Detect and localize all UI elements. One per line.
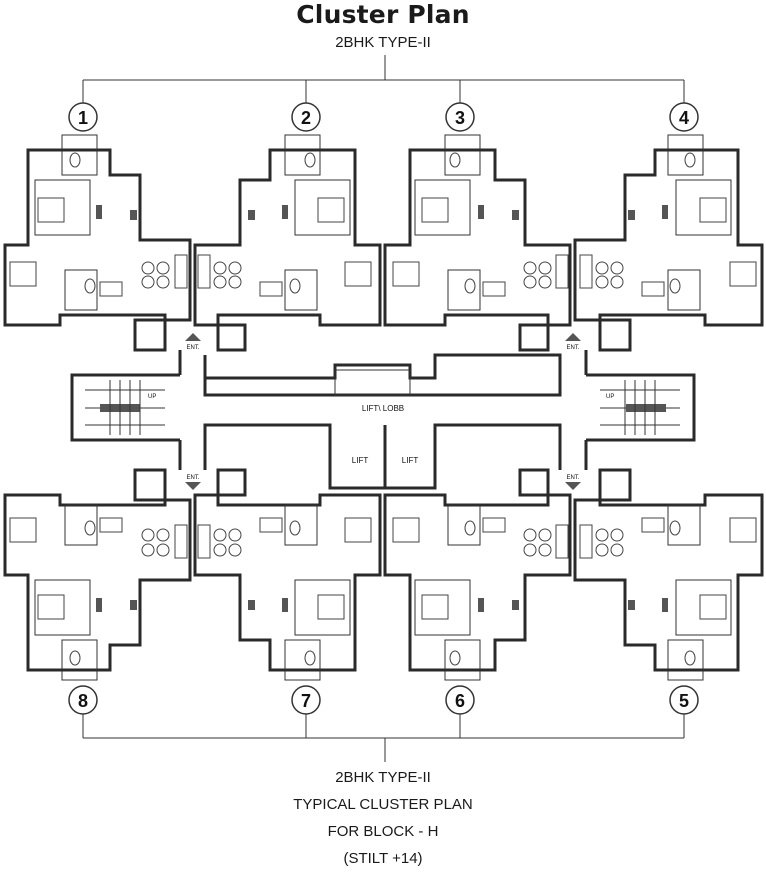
svg-text:ENT.: ENT.	[566, 475, 579, 481]
svg-text:ENT.: ENT.	[186, 475, 199, 481]
unit-marker-3: 3	[445, 102, 475, 132]
caption-block: FOR BLOCK - H	[327, 823, 439, 840]
unit-number: 6	[455, 691, 465, 711]
entrance-marker-bottom-left: ENT.	[185, 475, 201, 490]
staircase-right: UP	[586, 373, 696, 442]
unit-marker-5: 5	[669, 685, 699, 715]
stair-up-label-left: UP	[148, 394, 156, 400]
lift-lobby-label: LIFT\ LOBB	[362, 404, 404, 413]
entrance-marker-top-left: ENT.	[185, 333, 201, 351]
caption-floors: (STILT +14)	[343, 850, 423, 867]
svg-text:ENT.: ENT.	[186, 345, 199, 351]
page-title: Cluster Plan	[296, 0, 470, 29]
unit-marker-7: 7	[291, 685, 321, 715]
entrance-marker-top-right: ENT.	[565, 333, 581, 351]
stair-up-label-right: UP	[606, 394, 614, 400]
unit-plan-3	[383, 134, 572, 352]
unit-plan-1	[3, 134, 192, 352]
unit-plan-8	[3, 468, 192, 681]
unit-plan-7	[193, 468, 382, 681]
unit-marker-2: 2	[291, 102, 321, 132]
unit-plan-5	[573, 468, 764, 681]
unit-number: 1	[78, 108, 88, 128]
svg-text:ENT.: ENT.	[566, 345, 579, 351]
unit-marker-6: 6	[445, 685, 475, 715]
unit-plan-6	[383, 468, 572, 681]
unit-number: 2	[301, 108, 311, 128]
caption-plan-name: TYPICAL CLUSTER PLAN	[293, 796, 473, 813]
unit-marker-4: 4	[669, 102, 699, 132]
unit-marker-8: 8	[68, 685, 98, 715]
lift-label-right: LIFT	[402, 456, 419, 465]
unit-plan-4	[573, 134, 764, 352]
entrance-marker-bottom-right: ENT.	[565, 475, 581, 490]
unit-number: 5	[679, 691, 689, 711]
unit-number: 8	[78, 691, 88, 711]
corridor-walls	[178, 350, 588, 470]
caption-unit-type: 2BHK TYPE-II	[335, 769, 431, 786]
unit-plan-2	[193, 134, 382, 352]
page-subtitle: 2BHK TYPE-II	[335, 34, 431, 51]
unit-number: 3	[455, 108, 465, 128]
unit-number: 4	[679, 108, 689, 128]
core-area: LIFT\ LOBB LIFT LIFT	[203, 353, 562, 490]
staircase-left: UP	[70, 373, 180, 442]
bottom-reference-lines	[82, 714, 685, 762]
unit-marker-1: 1	[68, 102, 98, 132]
plan-caption: 2BHK TYPE-II TYPICAL CLUSTER PLAN FOR BL…	[0, 764, 766, 872]
lift-label-left: LIFT	[352, 456, 369, 465]
unit-number: 7	[301, 691, 311, 711]
top-reference-lines	[82, 55, 685, 103]
